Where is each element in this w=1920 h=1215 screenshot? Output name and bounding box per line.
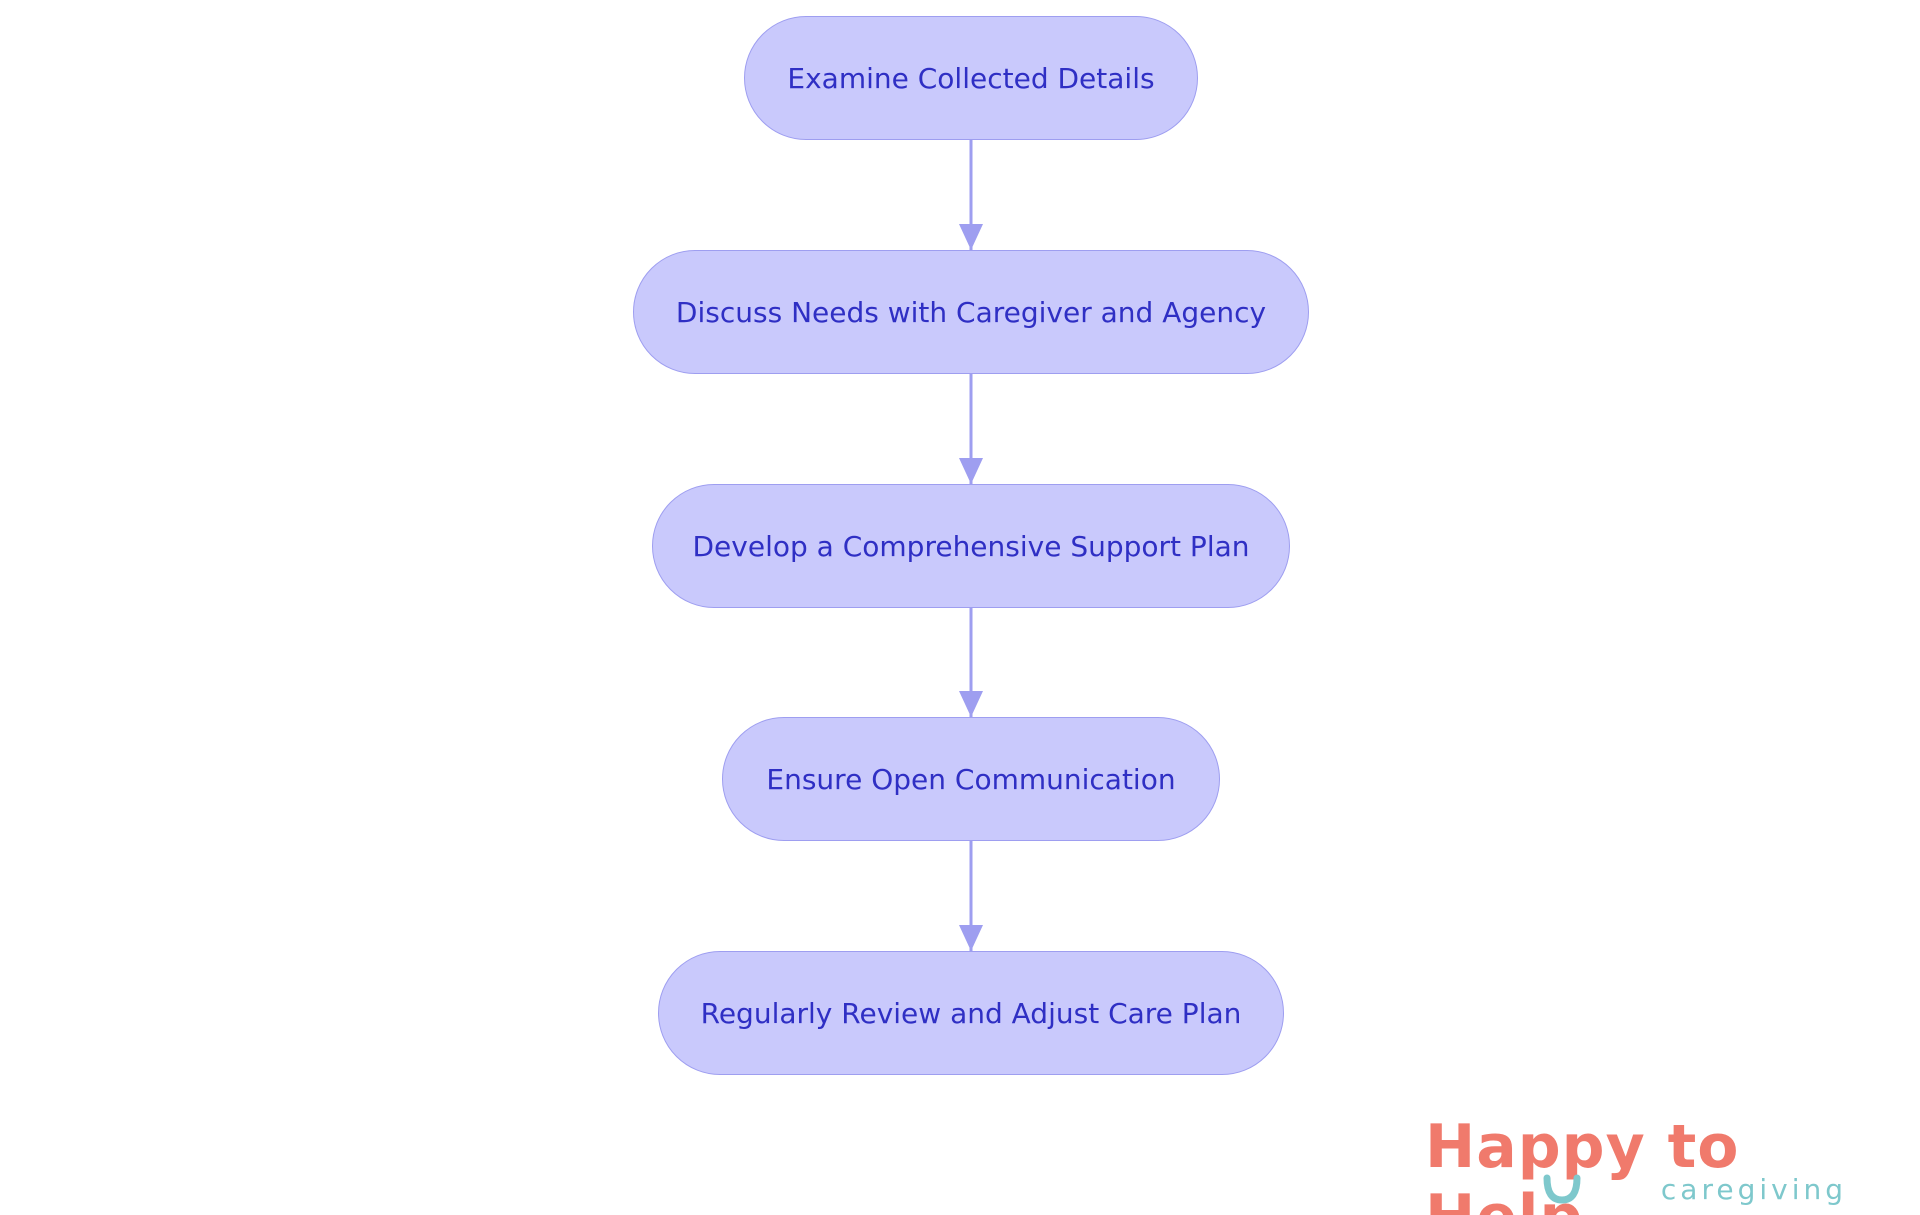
logo-tagline: caregiving bbox=[1660, 1173, 1847, 1206]
node-label: Ensure Open Communication bbox=[766, 762, 1176, 796]
node-discuss-needs: Discuss Needs with Caregiver and Agency bbox=[633, 250, 1309, 374]
edge-2 bbox=[959, 374, 983, 484]
brand-logo: Happy to Help caregiving bbox=[1425, 1112, 1895, 1215]
node-ensure-open-communication: Ensure Open Communication bbox=[722, 717, 1220, 841]
edge-1 bbox=[959, 140, 983, 250]
node-examine-collected-details: Examine Collected Details bbox=[744, 16, 1198, 140]
node-label: Examine Collected Details bbox=[787, 61, 1155, 95]
node-label: Develop a Comprehensive Support Plan bbox=[692, 529, 1250, 563]
node-review-adjust-care-plan: Regularly Review and Adjust Care Plan bbox=[658, 951, 1284, 1075]
node-label: Discuss Needs with Caregiver and Agency bbox=[675, 295, 1267, 329]
edge-4 bbox=[959, 841, 983, 951]
edge-3 bbox=[959, 608, 983, 717]
node-label: Regularly Review and Adjust Care Plan bbox=[700, 996, 1242, 1030]
node-develop-support-plan: Develop a Comprehensive Support Plan bbox=[652, 484, 1290, 608]
smile-icon bbox=[1543, 1174, 1581, 1204]
